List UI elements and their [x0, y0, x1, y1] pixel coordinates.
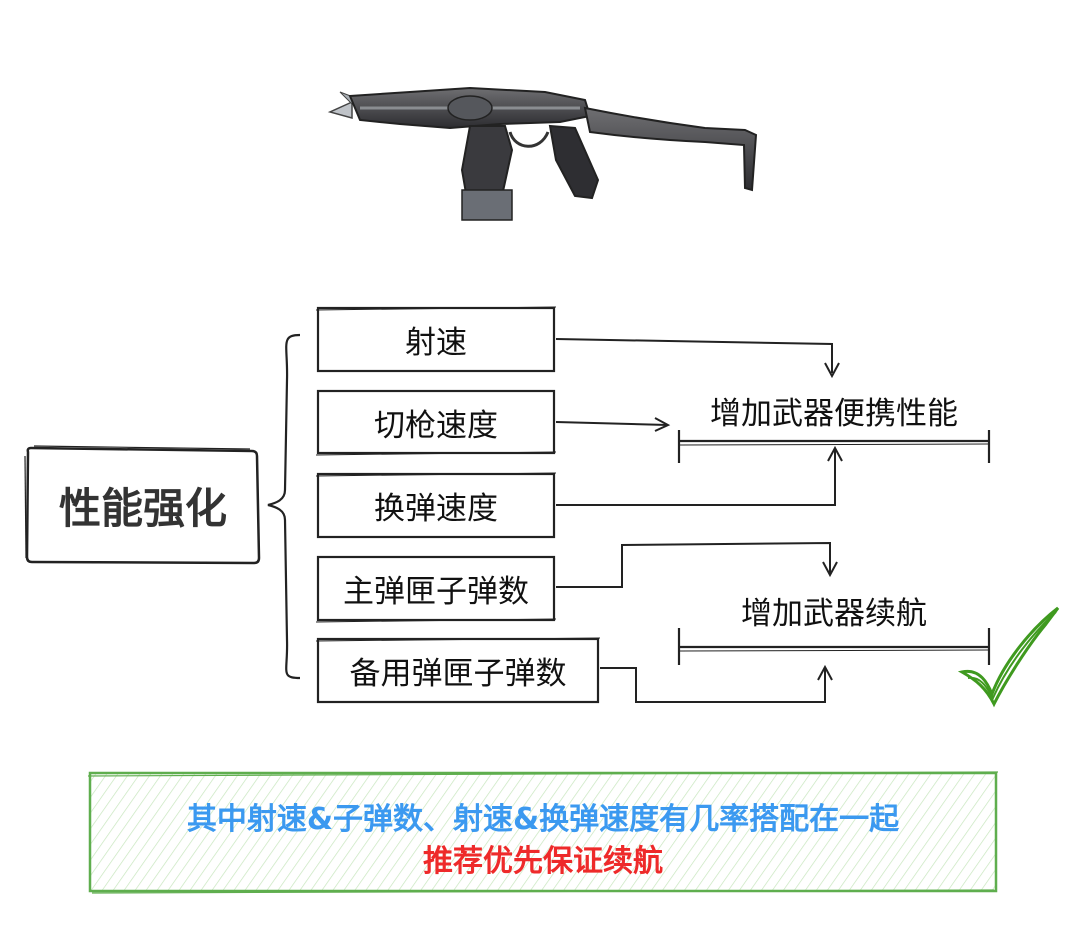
attribute-reserve-ammo: 备用弹匣子弹数 [349, 656, 567, 692]
root-node [25, 446, 261, 565]
target-bars [677, 430, 991, 665]
attribute-switch-speed: 切枪速度 [374, 407, 498, 444]
rifle-image [327, 86, 758, 221]
attribute-fire-rate: 射速 [405, 325, 467, 361]
root-label: 性能强化 [58, 483, 227, 533]
connectors [555, 338, 843, 703]
attribute-mag-size: 主弹匣子弹数 [343, 574, 529, 610]
note-line-1: 其中射速&子弹数、射速&换弹速度有几率搭配在一起 [186, 802, 900, 837]
brace [267, 333, 301, 680]
target-portability: 增加武器便携性能 [710, 396, 958, 432]
green-check-icon [957, 606, 1060, 708]
attribute-reload-speed: 换弹速度 [374, 491, 498, 527]
target-endurance: 增加武器续航 [741, 596, 927, 632]
note-line-2: 推荐优先保证续航 [423, 844, 663, 879]
attribute-boxes [315, 306, 601, 704]
note-box [88, 771, 998, 893]
